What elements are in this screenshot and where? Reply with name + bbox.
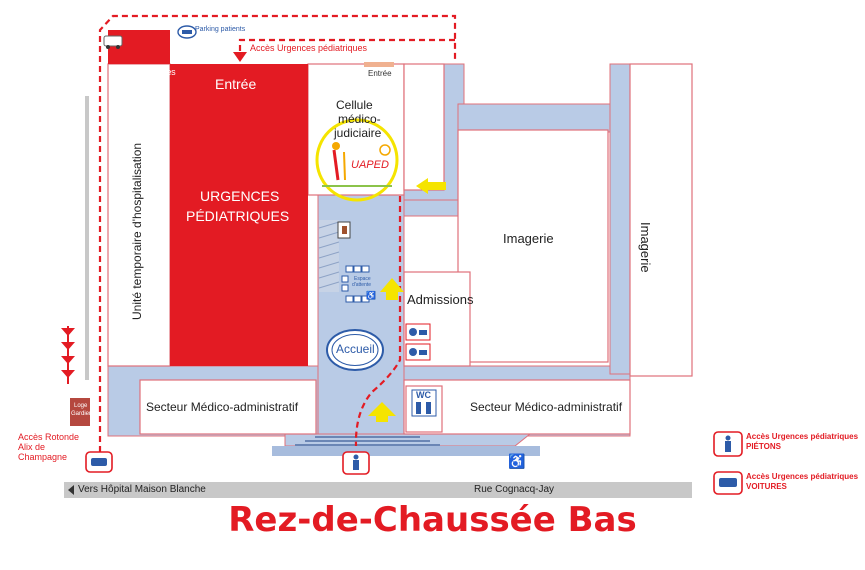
secteur-right-label: Secteur Médico-administratif bbox=[470, 400, 623, 414]
pedestrian-route bbox=[354, 196, 402, 447]
loge-gardien-block bbox=[70, 398, 90, 426]
urgences-block bbox=[170, 64, 308, 366]
legend-pietons-label-1: Accès Urgences pédiatriques bbox=[746, 432, 859, 441]
sas-ambulances-label: SAS Ambulances bbox=[110, 67, 176, 77]
admissions-label: Admissions bbox=[407, 292, 474, 307]
entree-block bbox=[170, 64, 308, 106]
accueil-desk bbox=[326, 329, 384, 371]
ambulance-route bbox=[98, 14, 457, 452]
road-left-label: Vers Hôpital Maison Blanche bbox=[78, 484, 206, 495]
cellule-label-1: Cellule bbox=[336, 98, 373, 112]
parking-patients-label: Parking patients bbox=[195, 26, 246, 33]
uaped-logo bbox=[315, 118, 399, 202]
cellule-label-2: médico- bbox=[338, 112, 381, 126]
acces-rotonde-label-3: Champagne bbox=[18, 452, 68, 462]
entree-small-label: Entrée bbox=[368, 69, 392, 78]
route-arrow-icon bbox=[233, 52, 247, 62]
espace-attente-label-1: Espace bbox=[354, 276, 371, 282]
room-upper-small bbox=[403, 63, 445, 191]
imagerie-right-label: Imagerie bbox=[638, 222, 653, 273]
loge-label-1: Loge bbox=[74, 403, 88, 409]
espace-attente-label-2: d'attente bbox=[352, 282, 372, 288]
wc-icon bbox=[411, 389, 437, 417]
yellow-arrow-up-2 bbox=[380, 278, 404, 300]
wheelchair-icon: ♿ bbox=[508, 453, 525, 470]
corridor-right bbox=[609, 63, 631, 375]
corridor-top-right bbox=[457, 103, 629, 133]
room-imagerie-center bbox=[457, 129, 609, 363]
stairwell-hatch bbox=[318, 220, 340, 292]
cellule-label-3: judiciaire bbox=[334, 126, 382, 140]
loge-label-2: Gardien bbox=[71, 411, 93, 417]
waiting-area-seats-icon bbox=[341, 265, 370, 303]
urgences-label-1: URGENCES bbox=[200, 188, 280, 204]
entrance-stairs bbox=[272, 433, 540, 456]
yellow-arrow-left bbox=[416, 178, 446, 194]
legend-pedestrian-icon bbox=[713, 431, 743, 457]
entree-main-label: Entrée bbox=[215, 76, 257, 92]
imagerie-center-label: Imagerie bbox=[503, 231, 554, 246]
secteur-left-label: Secteur Médico-administratif bbox=[146, 400, 299, 414]
room-secteur-left bbox=[139, 379, 317, 435]
road bbox=[64, 482, 692, 498]
car-access-icon bbox=[85, 451, 113, 473]
waiting-wheelchair-icon: ♿ bbox=[366, 290, 376, 300]
legend-pietons-label-2: PIÉTONS bbox=[746, 442, 781, 451]
uaped-label: UAPED bbox=[351, 159, 389, 171]
triangle-markers bbox=[61, 326, 75, 384]
acces-rotonde-label-1: Accès Rotonde bbox=[18, 432, 80, 442]
room-imagerie-right bbox=[629, 63, 693, 377]
ambulance-icon bbox=[103, 35, 123, 49]
road-left-arrow-icon bbox=[68, 485, 74, 495]
entree-small-door bbox=[364, 62, 394, 67]
accueil-label: Accueil bbox=[336, 342, 375, 356]
yellow-arrows bbox=[368, 178, 446, 422]
unite-temporaire-label: Unité temporaire d'hospitalisation bbox=[130, 142, 144, 320]
legend-car-icon bbox=[713, 471, 743, 495]
pedestrian-access-icon bbox=[342, 451, 370, 475]
floor-title: Rez-de-Chaussée Bas bbox=[228, 500, 637, 540]
admissions-desk-icons bbox=[405, 323, 431, 361]
urgences-label-2: PÉDIATRIQUES bbox=[186, 208, 290, 224]
wc-label: WC bbox=[416, 390, 431, 400]
yellow-arrow-up-1 bbox=[368, 402, 396, 422]
road-right-label: Rue Cognacq-Jay bbox=[474, 484, 555, 495]
legend-voitures-label-2: VOITURES bbox=[746, 482, 787, 491]
acces-urgences-label: Accès Urgences pédiatriques bbox=[250, 43, 368, 53]
acces-rotonde-label-2: Alix de bbox=[18, 442, 46, 452]
legend-voitures-label-1: Accès Urgences pédiatriques bbox=[746, 472, 859, 481]
corridor-link bbox=[403, 199, 465, 217]
